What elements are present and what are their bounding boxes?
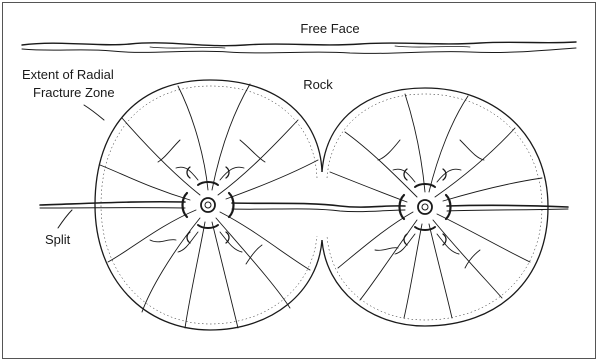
figure-frame — [3, 3, 596, 359]
rock-label: Rock — [303, 77, 333, 92]
free-face-label: Free Face — [300, 21, 359, 36]
radial-zone-label-line1: Extent of Radial — [22, 67, 114, 82]
radial-zone-label-line2: Fracture Zone — [33, 85, 115, 100]
split-label: Split — [45, 232, 71, 247]
